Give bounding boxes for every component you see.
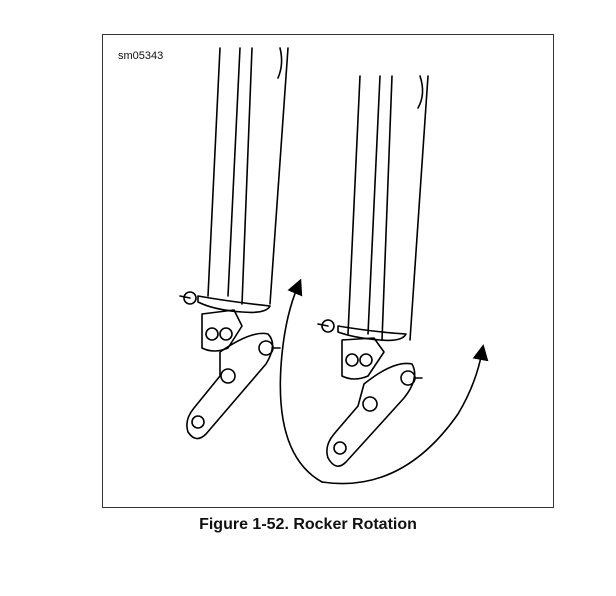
figure-id-label: sm05343	[118, 50, 164, 62]
right-fork-assembly	[317, 75, 429, 467]
rotation-arrow-right	[321, 344, 489, 485]
figure-frame	[102, 34, 554, 508]
rotation-arrow-left	[279, 278, 323, 483]
left-fork-assembly	[179, 47, 289, 440]
rocker-illustration	[179, 47, 489, 485]
figure-caption: Figure 1-52. Rocker Rotation	[199, 516, 417, 533]
